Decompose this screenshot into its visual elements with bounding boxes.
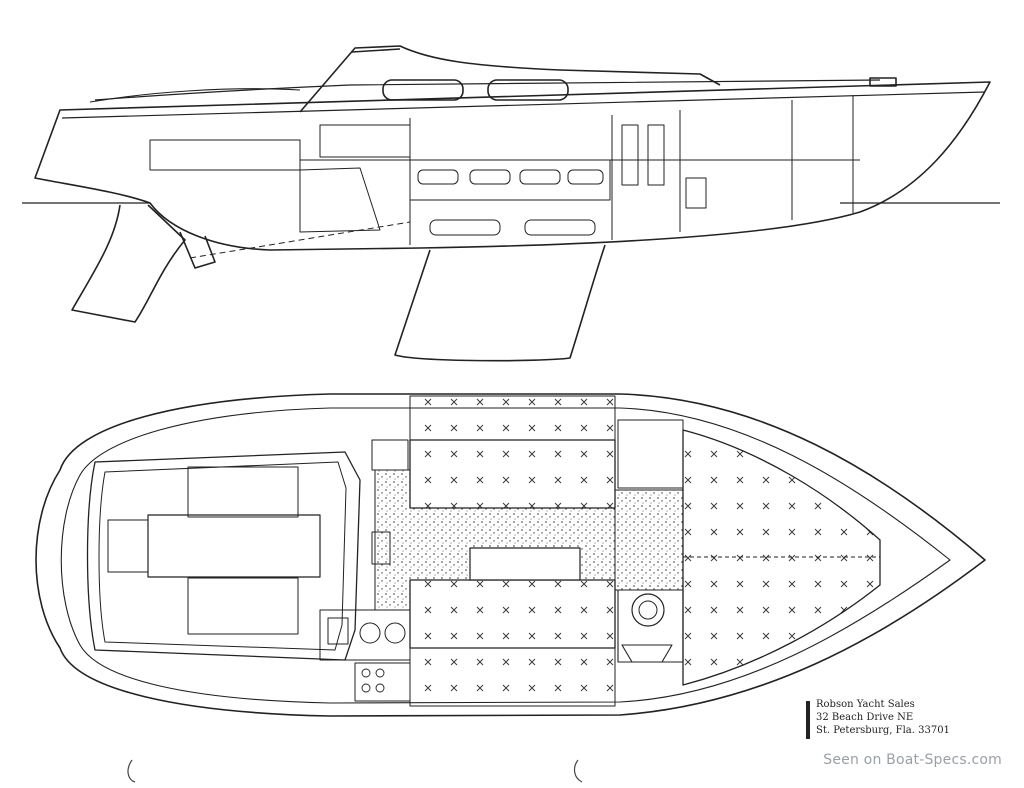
hanging-locker <box>617 419 684 489</box>
icebox-knob-2 <box>375 668 385 678</box>
dealer-stamp-bar <box>806 701 810 739</box>
pilot-berth-stbd <box>409 647 616 707</box>
saloon-table <box>469 547 581 581</box>
dealer-address: 32 Beach Drive NE <box>816 712 914 723</box>
icebox <box>354 662 411 702</box>
deck-edge-plan <box>60 407 951 704</box>
cockpit-seat-stbd <box>187 577 299 635</box>
portlight-fwd <box>487 79 569 101</box>
galley-cabinet <box>319 124 411 158</box>
tiller <box>107 519 149 573</box>
cushion-2 <box>469 169 511 185</box>
icebox-knob-3 <box>361 683 371 693</box>
companionway-step <box>371 531 391 565</box>
cockpit-coaming <box>89 88 301 103</box>
quarter-berth <box>149 139 301 171</box>
hull-profile <box>34 81 991 251</box>
nav-station <box>371 439 409 471</box>
bulkhead-door-2 <box>647 124 665 186</box>
berth-cushion-1 <box>429 219 501 236</box>
hull-plan <box>35 393 986 717</box>
bulkhead-door-1 <box>621 124 639 186</box>
rudder <box>71 204 186 323</box>
keel <box>394 244 606 362</box>
forward-locker <box>685 177 707 209</box>
cushion-4 <box>567 169 604 185</box>
scan-mark-2 <box>573 759 583 783</box>
coachroof <box>299 45 721 113</box>
stove-burner-2 <box>384 622 406 644</box>
head-sink <box>621 644 673 663</box>
berth-cushion-2 <box>524 219 596 236</box>
cockpit-outline <box>86 451 361 661</box>
coachroof-top <box>351 48 401 53</box>
pilot-berth-port <box>409 395 616 441</box>
cockpit-table <box>147 514 321 578</box>
cockpit-seat-port <box>187 466 299 518</box>
cushion-3 <box>519 169 561 185</box>
head-sole <box>614 489 684 591</box>
galley-sink <box>327 617 349 645</box>
plan-view <box>35 393 986 717</box>
icebox-knob-1 <box>361 668 371 678</box>
dealer-name: Robson Yacht Sales <box>816 699 915 710</box>
stove-burner-1 <box>359 622 381 644</box>
settee-port <box>409 439 616 509</box>
v-berth <box>682 429 881 686</box>
cockpit-inner <box>98 461 347 651</box>
sheer-line <box>61 91 986 119</box>
prop-shaft <box>189 221 411 259</box>
profile-view <box>22 45 1000 362</box>
galley-counter <box>319 609 411 661</box>
settee-stbd <box>409 579 616 649</box>
head-toilet <box>631 593 665 627</box>
icebox-knob-4 <box>375 683 385 693</box>
deck-line <box>94 79 881 101</box>
dealer-city: St. Petersburg, Fla. 33701 <box>816 725 950 736</box>
portlight-aft <box>382 79 464 101</box>
skeg <box>179 231 216 269</box>
cushion-1 <box>417 169 459 185</box>
head-toilet-bowl <box>638 600 658 620</box>
watermark: Seen on Boat-Specs.com <box>823 752 1002 768</box>
bow-fitting <box>869 77 897 87</box>
scan-mark-1 <box>127 759 136 783</box>
engine <box>299 167 381 233</box>
